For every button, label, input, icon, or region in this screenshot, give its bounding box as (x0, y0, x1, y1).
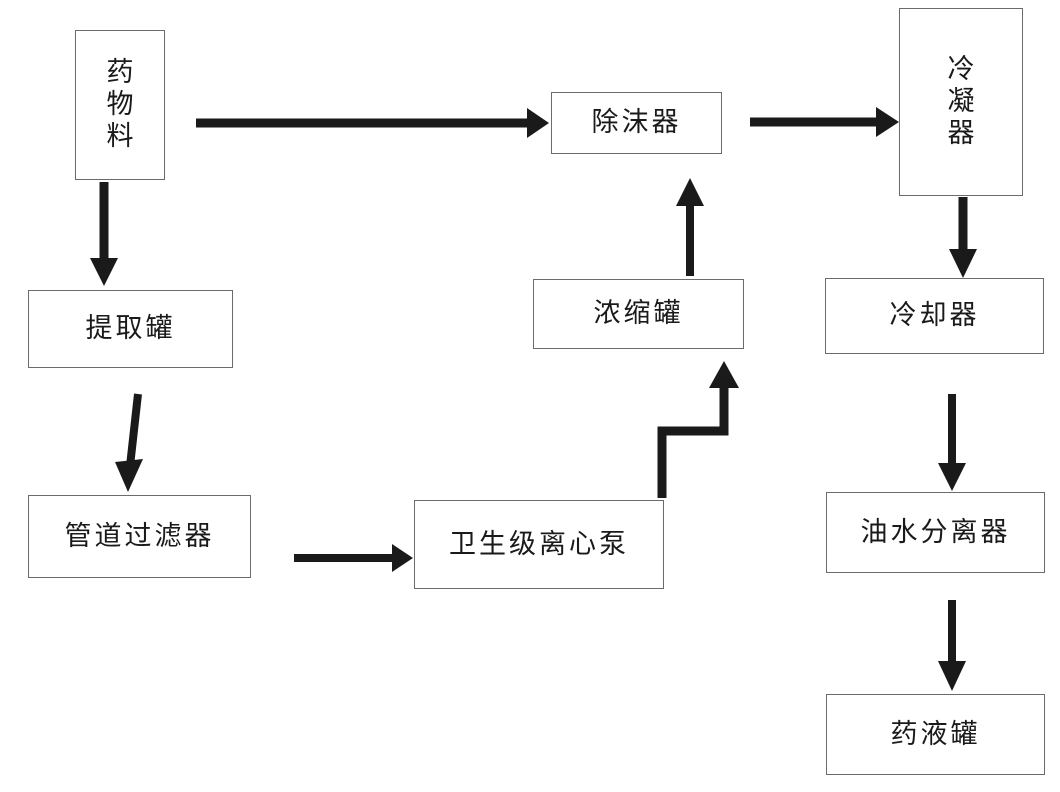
node-concentration-tank-label: 浓缩罐 (593, 298, 684, 330)
connector-extraction-to-pipe-filter (115, 393, 143, 492)
node-defoamer-label: 除沫器 (591, 107, 682, 139)
node-raw-material[interactable]: 药 物 料 (75, 30, 165, 180)
connector-raw-material-to-extraction (90, 182, 118, 286)
connector-pump-to-concentration (657, 361, 739, 498)
node-oil-water-separator-label: 油水分离器 (860, 516, 1011, 548)
node-raw-material-label: 药 物 料 (106, 57, 134, 152)
node-defoamer[interactable]: 除沫器 (551, 92, 722, 154)
node-concentration-tank[interactable]: 浓缩罐 (533, 279, 744, 349)
connector-oil-water-sep-to-liquid-tank (938, 600, 966, 691)
node-oil-water-separator[interactable]: 油水分离器 (826, 492, 1045, 573)
connector-condenser-to-cooler (949, 197, 977, 278)
connector-pipe-filter-to-pump (294, 544, 413, 572)
connector-concentration-to-defoamer (676, 178, 704, 276)
node-extraction-tank-label: 提取罐 (85, 313, 176, 345)
node-pipe-filter-label: 管道过滤器 (64, 520, 215, 552)
node-liquid-tank-label: 药液罐 (890, 718, 981, 750)
connector-defoamer-to-condenser (750, 107, 899, 137)
node-pipe-filter[interactable]: 管道过滤器 (28, 495, 251, 578)
node-cooler[interactable]: 冷却器 (825, 278, 1044, 354)
connector-cooler-to-oil-water-sep (938, 394, 966, 491)
node-condenser[interactable]: 冷 凝 器 (899, 8, 1023, 196)
node-extraction-tank[interactable]: 提取罐 (28, 290, 233, 368)
node-centrifugal-pump-label: 卫生级离心泵 (449, 528, 629, 560)
node-cooler-label: 冷却器 (889, 300, 980, 332)
node-condenser-label: 冷 凝 器 (947, 54, 975, 149)
connector-raw-material-to-defoamer (196, 108, 549, 138)
node-centrifugal-pump[interactable]: 卫生级离心泵 (414, 500, 664, 589)
node-liquid-tank[interactable]: 药液罐 (826, 694, 1045, 775)
